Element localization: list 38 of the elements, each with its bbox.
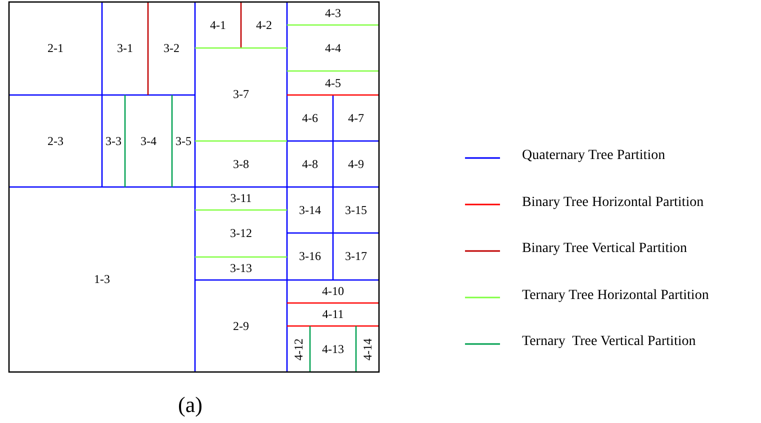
legend-text: Quaternary Tree Partition (522, 148, 666, 164)
block-label: 4-14 (360, 338, 375, 360)
block-label: 3-5 (176, 134, 192, 148)
block-label: 4-3 (325, 6, 341, 21)
legend-text: Binary Tree Vertical Partition (522, 241, 687, 257)
block-label: 3-11 (230, 191, 252, 206)
block-label: 3-3 (106, 134, 122, 148)
block-label: 3-8 (233, 156, 249, 172)
block-label: 4-13 (322, 342, 344, 356)
block-label: 4-7 (348, 110, 364, 126)
block-label: 3-16 (299, 249, 321, 264)
block-label: 2-9 (233, 318, 249, 334)
block-label: 4-5 (325, 76, 341, 90)
block-label: 3-7 (233, 87, 249, 102)
block-label: 3-14 (299, 202, 321, 218)
block-label: 2-1 (48, 41, 64, 56)
block-label: 3-13 (230, 261, 252, 276)
block-label: 4-6 (302, 110, 318, 126)
caption: (a) (178, 392, 202, 418)
block-label: 4-10 (322, 284, 344, 299)
block-label: 4-12 (291, 338, 306, 360)
block-label: 3-12 (230, 226, 252, 241)
block-label: 3-4 (140, 134, 156, 148)
block-label: 2-3 (48, 134, 64, 148)
block-label: 3-17 (345, 249, 367, 264)
block-label: 1-3 (94, 272, 110, 287)
block-label: 3-2 (164, 41, 180, 56)
block-label: 4-4 (325, 40, 341, 56)
legend-text: Ternary Tree Vertical Partition (522, 334, 696, 350)
legend-text: Binary Tree Horizontal Partition (522, 194, 704, 210)
block-label: 3-15 (345, 202, 367, 218)
block-label: 4-9 (348, 156, 364, 172)
block-label: 4-11 (322, 307, 344, 322)
block-label: 4-2 (256, 18, 272, 32)
block-label: 4-8 (302, 156, 318, 172)
legend-text: Ternary Tree Horizontal Partition (522, 288, 709, 304)
block-label: 4-1 (210, 18, 226, 32)
block-label: 3-1 (117, 41, 133, 56)
